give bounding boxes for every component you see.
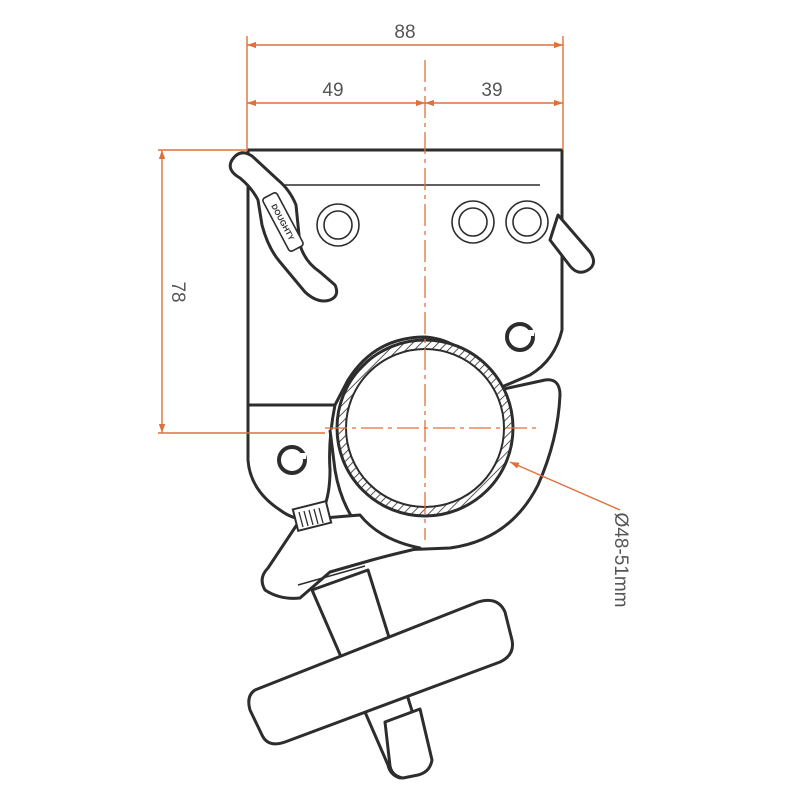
lever-arm bbox=[260, 500, 422, 600]
side-handle bbox=[548, 213, 595, 274]
bolt-hole-icon bbox=[316, 203, 360, 247]
circlip-icon bbox=[505, 322, 535, 352]
bolt-hole-icon bbox=[451, 200, 495, 244]
dimension-labels: 88 49 39 78 Ø48-51mm bbox=[167, 22, 631, 608]
wing-handle-icon: DOUGHTY bbox=[228, 151, 339, 303]
center-lines bbox=[325, 60, 540, 540]
bolt-hole-icon bbox=[505, 200, 549, 244]
dim-leader-diameter bbox=[509, 461, 621, 511]
label-left-offset: 49 bbox=[322, 80, 343, 101]
circlip-icon bbox=[277, 445, 307, 475]
label-height: 78 bbox=[167, 281, 188, 302]
label-tube-diameter: Ø48-51mm bbox=[610, 512, 631, 607]
bolt-holes bbox=[316, 200, 549, 247]
thread-lines bbox=[298, 507, 324, 528]
hand-wheel-icon bbox=[247, 568, 514, 780]
label-right-offset: 39 bbox=[481, 80, 502, 101]
dimension-lines bbox=[158, 36, 621, 511]
label-overall-width: 88 bbox=[394, 22, 415, 43]
